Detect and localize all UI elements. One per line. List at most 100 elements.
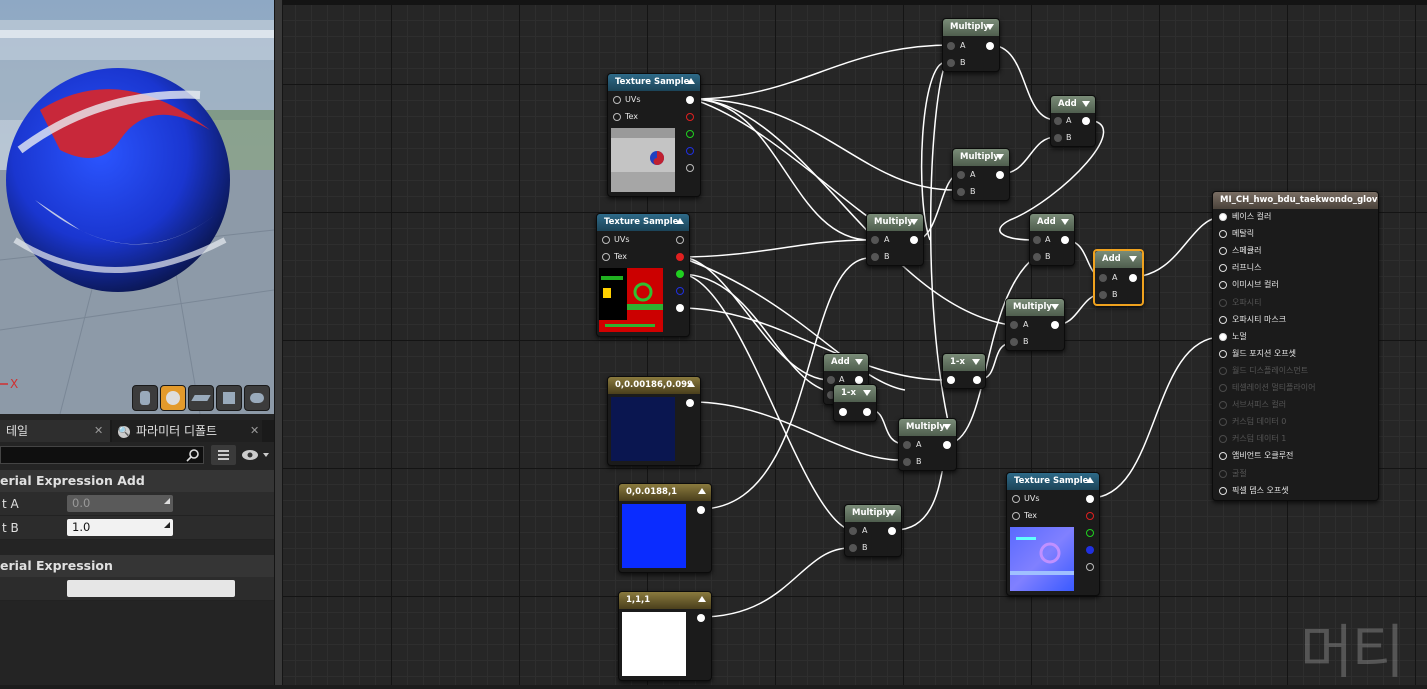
multiply-node[interactable]: Multiply A B [1005,298,1065,351]
collapse-arrow-icon[interactable] [863,390,871,396]
collapse-arrow-icon[interactable] [698,488,706,494]
collapse-arrow-icon[interactable] [687,78,695,84]
category-material-expression[interactable]: erial Expression [0,555,274,577]
add-node[interactable]: Add A B [1029,213,1075,266]
a-output-pin[interactable] [686,164,694,172]
b-output-pin[interactable] [1086,546,1094,554]
close-icon[interactable]: ✕ [250,424,260,437]
plane-preview-button[interactable] [188,385,214,411]
const-b-field[interactable]: 1.0 [67,519,173,536]
output-pin[interactable] [986,42,994,50]
b-output-pin[interactable] [676,287,684,295]
texture-sample-node[interactable]: Texture Sample UVs Tex [607,73,701,197]
collapse-arrow-icon[interactable] [1061,219,1069,225]
g-output-pin[interactable] [686,130,694,138]
add-node-selected[interactable]: Add A B [1093,249,1144,306]
input-pin[interactable] [1010,338,1018,346]
collapse-arrow-icon[interactable] [1086,477,1094,483]
material-input-pin[interactable] [1219,281,1227,290]
cube-preview-button[interactable] [216,385,242,411]
sphere-preview-button[interactable] [160,385,186,411]
g-output-pin[interactable] [676,270,684,278]
input-pin[interactable] [947,42,955,50]
material-input-pin[interactable] [1219,401,1227,410]
input-pin[interactable] [947,59,955,67]
collapse-arrow-icon[interactable] [1129,256,1137,262]
visibility-dropdown[interactable] [239,445,271,465]
r-output-pin[interactable] [676,253,684,261]
collapse-arrow-icon[interactable] [1082,101,1090,107]
collapse-arrow-icon[interactable] [910,219,918,225]
output-pin[interactable] [943,441,951,449]
input-pin[interactable] [839,408,847,416]
multiply-node[interactable]: Multiply A B [866,213,924,266]
collapse-arrow-icon[interactable] [698,596,706,602]
input-pin[interactable] [1099,291,1107,299]
constant-vector-node[interactable]: 0,0.00186,0.099 [607,376,701,466]
material-input-pin[interactable] [1219,213,1227,221]
desc-field[interactable] [67,580,235,597]
material-input-pin[interactable] [1219,298,1227,307]
close-icon[interactable]: ✕ [94,424,104,437]
details-search-input[interactable] [0,446,204,464]
a-output-pin[interactable] [1086,563,1094,571]
input-pin[interactable] [1012,512,1020,520]
collapse-arrow-icon[interactable] [888,510,896,516]
r-output-pin[interactable] [686,113,694,121]
texture-sample-node[interactable]: Texture Sample UVs Tex [596,213,690,337]
output-pin[interactable] [888,527,896,535]
input-pin[interactable] [613,96,621,104]
material-input-pin[interactable] [1219,349,1227,358]
collapse-arrow-icon[interactable] [996,154,1004,160]
material-input-pin[interactable] [1219,247,1227,256]
input-pin[interactable] [1010,321,1018,329]
collapse-arrow-icon[interactable] [1051,304,1059,310]
cylinder-preview-button[interactable] [132,385,158,411]
rgb-output-pin[interactable] [686,96,694,104]
rgb-output-pin[interactable] [1086,495,1094,503]
material-input-pin[interactable] [1219,230,1227,239]
input-pin[interactable] [903,441,911,449]
const-a-field[interactable]: 0.0 [67,495,173,512]
input-pin[interactable] [871,236,879,244]
texture-sample-node[interactable]: Texture Sample UVs Tex [1006,472,1100,596]
material-input-pin[interactable] [1219,332,1227,341]
material-input-pin[interactable] [1219,418,1227,427]
input-pin[interactable] [903,458,911,466]
output-pin[interactable] [973,376,981,384]
tab-details[interactable]: 테일 ✕ [0,420,110,442]
collapse-arrow-icon[interactable] [855,359,863,365]
input-pin[interactable] [849,544,857,552]
input-pin[interactable] [947,376,955,384]
multiply-node[interactable]: Multiply A B [898,418,957,471]
input-pin[interactable] [827,376,835,384]
input-pin[interactable] [1012,495,1020,503]
list-view-button[interactable] [211,445,236,465]
output-pin[interactable] [863,408,871,416]
output-pin[interactable] [1082,117,1090,125]
tab-parameter-defaults[interactable]: 🔍파라미터 디폴트 ✕ [112,420,262,442]
output-pin[interactable] [686,399,694,407]
input-pin[interactable] [602,236,610,244]
add-node[interactable]: Add A B [1050,95,1096,147]
input-pin[interactable] [1033,236,1041,244]
constant-vector-node[interactable]: 0,0.0188,1 [618,483,712,573]
output-pin[interactable] [1051,321,1059,329]
multiply-node[interactable]: Multiply A B [952,148,1010,201]
input-pin[interactable] [957,188,965,196]
collapse-arrow-icon[interactable] [943,424,951,430]
one-minus-node[interactable]: 1-x [942,353,986,389]
collapse-arrow-icon[interactable] [972,359,980,365]
output-pin[interactable] [910,236,918,244]
material-input-pin[interactable] [1219,315,1227,324]
input-pin[interactable] [1033,253,1041,261]
a-output-pin[interactable] [676,304,684,312]
drag-handle-icon[interactable] [164,522,170,528]
constant-vector-node[interactable]: 1,1,1 [618,591,712,681]
output-pin[interactable] [1061,236,1069,244]
output-pin[interactable] [855,376,863,384]
input-pin[interactable] [1054,134,1062,142]
panel-splitter[interactable] [274,0,283,685]
multiply-node[interactable]: Multiply A B [844,504,902,557]
preview-viewport[interactable]: X [0,0,274,414]
